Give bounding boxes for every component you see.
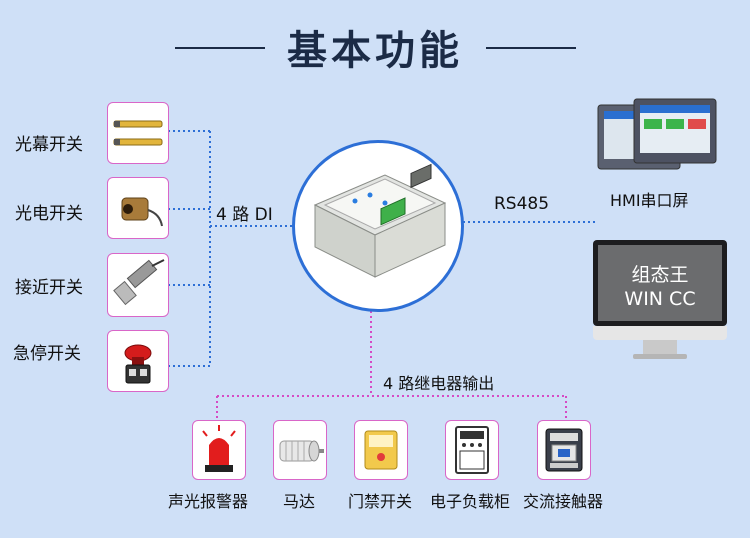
input-label-proximity: 接近开关 [15, 278, 83, 298]
relay-output-label: 4 路继电器输出 [383, 374, 495, 393]
monitor-base [633, 354, 687, 359]
output-label-motor: 马达 [283, 492, 316, 511]
input-label-photoelectric: 光电开关 [15, 204, 83, 224]
proximity-sensor-icon [113, 259, 165, 306]
input-box-photoelectric [107, 177, 169, 239]
contactor-icon [545, 428, 583, 472]
photoelectric-sensor-icon [121, 197, 163, 227]
output-label-alarm: 声光报警器 [168, 492, 249, 511]
monitor-stand [643, 340, 677, 354]
rs485-label: RS485 [494, 194, 550, 214]
di-label: 4 路 DI [216, 205, 273, 225]
output-box-motor [273, 420, 327, 480]
output-box-alarm [192, 420, 246, 480]
alarm-light-icon [202, 425, 236, 472]
input-box-emergency-stop [107, 330, 169, 392]
access-switch-icon [364, 430, 398, 470]
output-box-load-cabinet [445, 420, 499, 480]
hmi-screen [594, 97, 722, 177]
monitor-line2: WIN CC [624, 288, 696, 310]
output-label-contactor: 交流接触器 [523, 492, 604, 511]
emergency-stop-icon [124, 344, 152, 384]
output-box-access [354, 420, 408, 480]
hmi-screen-icon [597, 98, 717, 170]
page-title: 基本功能 [287, 28, 463, 74]
controller-circle [292, 140, 464, 312]
hmi-label: HMI串口屏 [610, 191, 689, 210]
light-curtain-icon [113, 120, 163, 146]
output-box-contactor [537, 420, 591, 480]
title-line-right [486, 47, 576, 49]
monitor-screen [598, 245, 722, 321]
output-label-access: 门禁开关 [348, 492, 413, 511]
monitor-line1: 组态王 [631, 264, 689, 286]
relay-module-icon [313, 163, 447, 278]
load-cabinet-icon [455, 426, 489, 474]
input-box-proximity [107, 253, 169, 317]
input-box-light-curtain [107, 102, 169, 164]
monitor: 组态王 WIN CC [593, 240, 727, 362]
title-line-left [175, 47, 265, 49]
monitor-chin [593, 326, 727, 340]
input-label-light-curtain: 光幕开关 [15, 135, 83, 155]
output-label-load-cabinet: 电子负载柜 [430, 492, 511, 511]
input-label-emergency-stop: 急停开关 [13, 344, 81, 364]
motor-icon [279, 440, 324, 462]
